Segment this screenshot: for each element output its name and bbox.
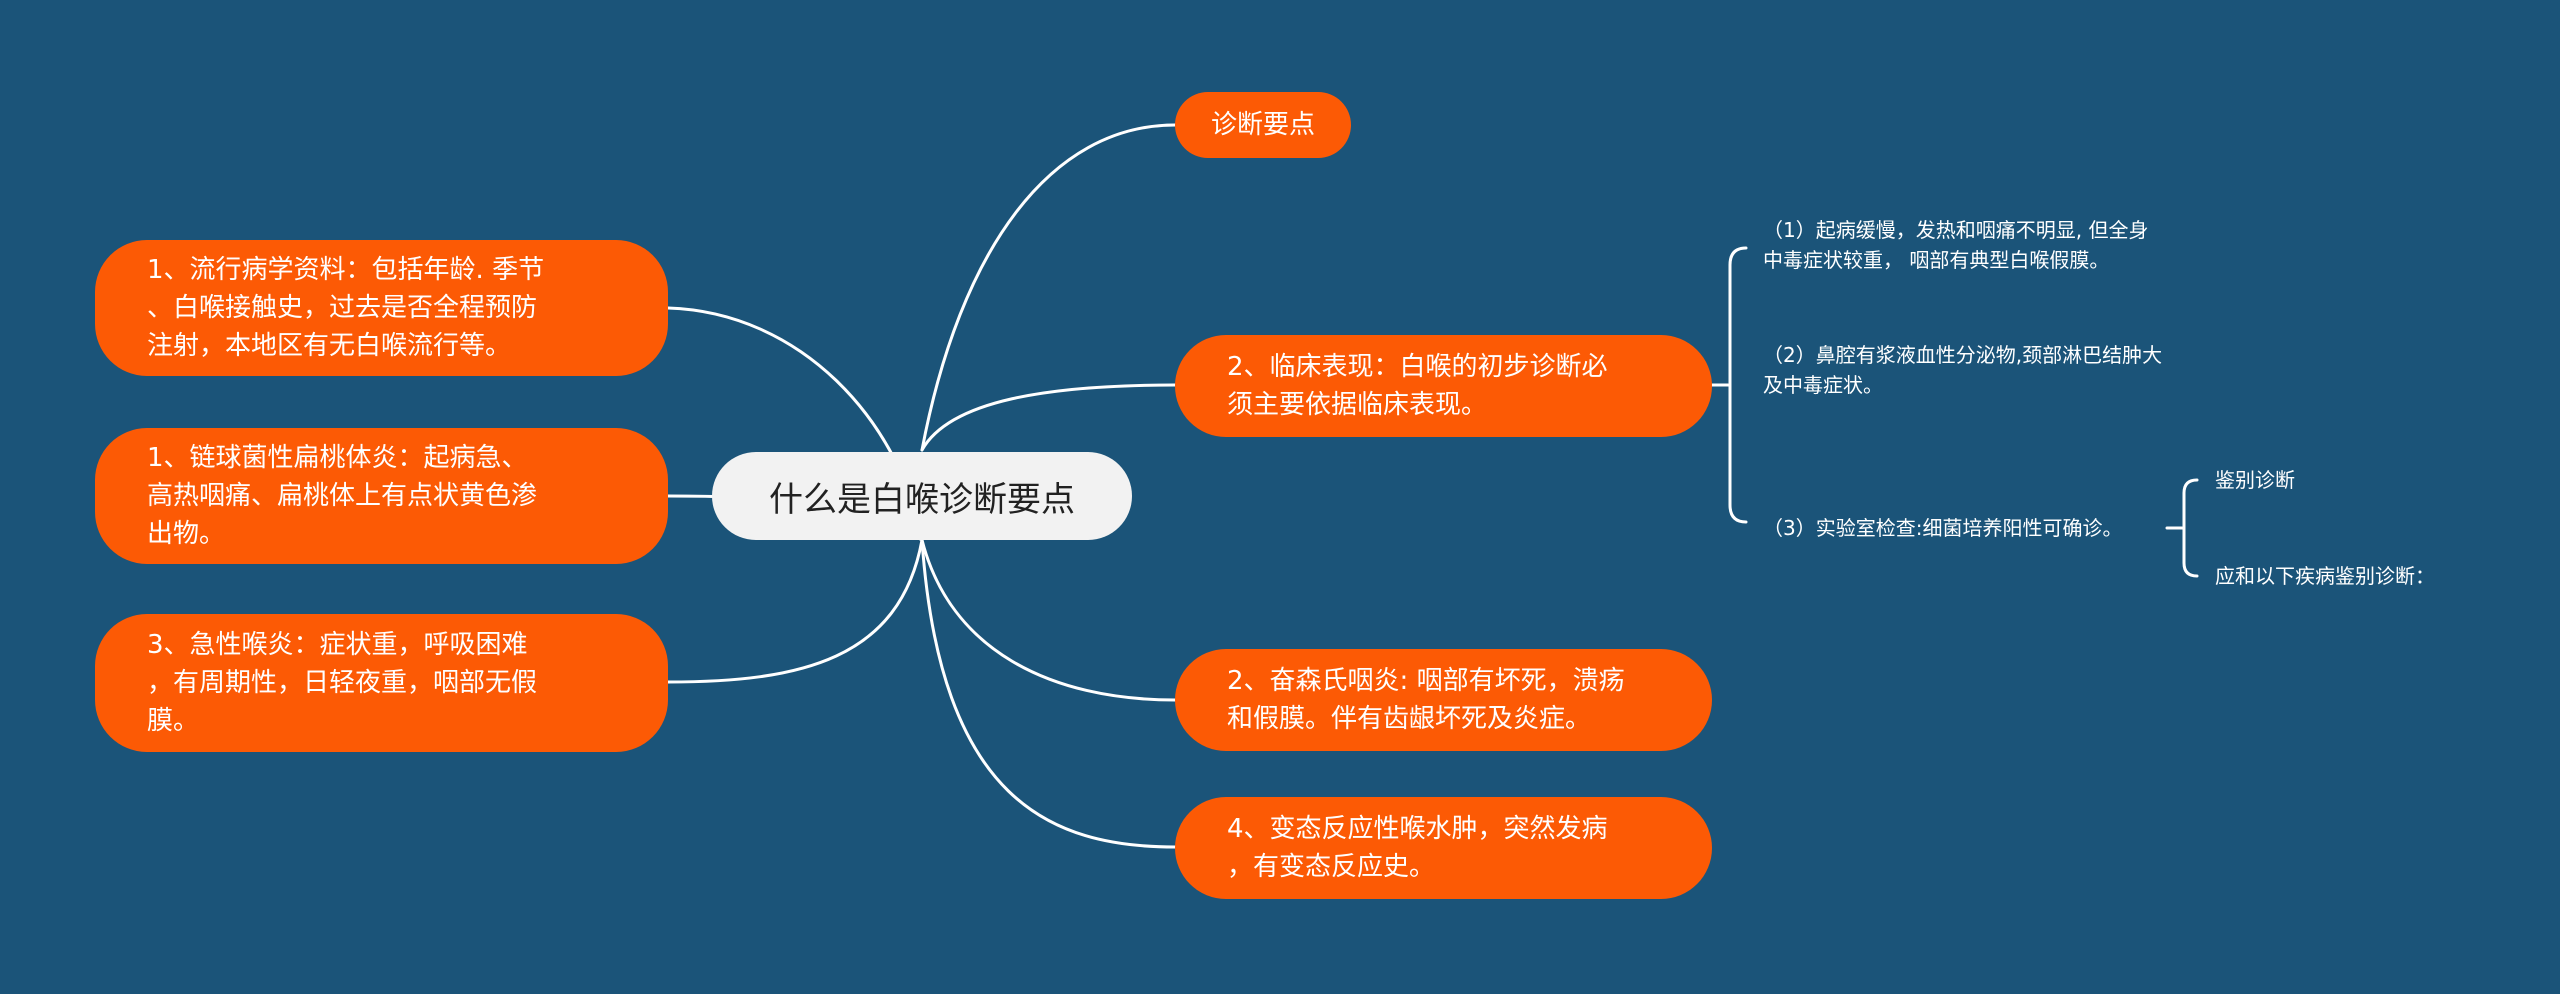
- text-line: 2、临床表现：白喉的初步诊断必: [1227, 352, 1608, 382]
- text-line: 2、奋森氏咽炎: 咽部有坏死，溃疡: [1227, 666, 1625, 696]
- text-line: 及中毒症状。: [1763, 373, 1883, 397]
- text-line: 和假膜。伴有齿龈坏死及炎症。: [1227, 704, 1592, 734]
- right-node-clinical-presentation-text: 2、临床表现：白喉的初步诊断必 须主要依据临床表现。: [1227, 348, 1608, 424]
- lab-child-differential-list[interactable]: 应和以下疾病鉴别诊断：: [2215, 561, 2435, 591]
- text-line: 4、变态反应性喉水肿，突然发病: [1227, 814, 1608, 844]
- left-node-acute-laryngitis-text: 3、急性喉炎：症状重，呼吸困难 ，有周期性，日轻夜重，咽部无假 膜。: [147, 626, 537, 740]
- left-node-epidemiology[interactable]: 1、流行病学资料：包括年龄. 季节 、白喉接触史，过去是否全程预防 注射，本地区…: [95, 240, 668, 376]
- text-line: 1、流行病学资料：包括年龄. 季节: [147, 255, 545, 285]
- right-node-allergic-laryngeal-edema-text: 4、变态反应性喉水肿，突然发病 ，有变态反应史。: [1227, 810, 1608, 886]
- clinical-detail-3-lab[interactable]: （3）实验室检查:细菌培养阳性可确诊。: [1763, 513, 2122, 543]
- text-line: （2）鼻腔有浆液血性分泌物,颈部淋巴结肿大: [1763, 343, 2163, 367]
- text-line: 、白喉接触史，过去是否全程预防: [147, 293, 538, 323]
- clinical-detail-1[interactable]: （1）起病缓慢，发热和咽痛不明显, 但全身 中毒症状较重， 咽部有典型白喉假膜。: [1763, 215, 2148, 275]
- left-node-acute-laryngitis[interactable]: 3、急性喉炎：症状重，呼吸困难 ，有周期性，日轻夜重，咽部无假 膜。: [95, 614, 668, 752]
- text-line: 中毒症状较重， 咽部有典型白喉假膜。: [1763, 248, 2110, 272]
- text-line: 1、链球菌性扁桃体炎：起病急、: [147, 443, 528, 473]
- clinical-detail-2[interactable]: （2）鼻腔有浆液血性分泌物,颈部淋巴结肿大 及中毒症状。: [1763, 340, 2162, 400]
- bracket-lab: [2165, 478, 2199, 578]
- text-line: 3、急性喉炎：症状重，呼吸困难: [147, 630, 528, 660]
- text-line: ，有周期性，日轻夜重，咽部无假: [147, 668, 538, 698]
- text-line: 鉴别诊断: [2215, 468, 2295, 492]
- lab-child-differential-diagnosis[interactable]: 鉴别诊断: [2215, 465, 2295, 495]
- right-node-diagnosis-points[interactable]: 诊断要点: [1175, 92, 1351, 158]
- connector-center-right-2: [920, 383, 1177, 452]
- center-node[interactable]: 什么是白喉诊断要点: [712, 452, 1132, 540]
- center-node-label: 什么是白喉诊断要点: [769, 479, 1075, 520]
- right-node-vincent-pharyngitis-text: 2、奋森氏咽炎: 咽部有坏死，溃疡 和假膜。伴有齿龈坏死及炎症。: [1227, 662, 1625, 738]
- text-line: 应和以下疾病鉴别诊断：: [2215, 564, 2435, 588]
- connector-center-left-3: [666, 538, 924, 684]
- text-line: 膜。: [147, 706, 200, 736]
- text-line: （1）起病缓慢，发热和咽痛不明显, 但全身: [1763, 218, 2149, 242]
- text-line: 诊断要点: [1210, 110, 1315, 140]
- left-node-streptococcal-tonsillitis-text: 1、链球菌性扁桃体炎：起病急、 高热咽痛、扁桃体上有点状黄色渗 出物。: [147, 439, 537, 553]
- left-node-streptococcal-tonsillitis[interactable]: 1、链球菌性扁桃体炎：起病急、 高热咽痛、扁桃体上有点状黄色渗 出物。: [95, 428, 668, 564]
- text-line: ，有变态反应史。: [1227, 852, 1436, 882]
- text-line: 须主要依据临床表现。: [1227, 390, 1488, 420]
- connector-center-right-1: [920, 123, 1177, 452]
- text-line: 出物。: [147, 519, 226, 549]
- text-line: 高热咽痛、扁桃体上有点状黄色渗: [147, 481, 538, 511]
- text-line: 注射，本地区有无白喉流行等。: [147, 331, 512, 361]
- text-line: （3）实验室检查:细菌培养阳性可确诊。: [1763, 516, 2123, 540]
- bracket-clinical: [1710, 246, 1748, 524]
- left-node-epidemiology-text: 1、流行病学资料：包括年龄. 季节 、白喉接触史，过去是否全程预防 注射，本地区…: [147, 251, 544, 365]
- connector-center-right-3: [920, 538, 1177, 702]
- right-node-clinical-presentation[interactable]: 2、临床表现：白喉的初步诊断必 须主要依据临床表现。: [1175, 335, 1712, 437]
- connector-center-right-4: [920, 538, 1177, 849]
- right-node-allergic-laryngeal-edema[interactable]: 4、变态反应性喉水肿，突然发病 ，有变态反应史。: [1175, 797, 1712, 899]
- right-node-vincent-pharyngitis[interactable]: 2、奋森氏咽炎: 咽部有坏死，溃疡 和假膜。伴有齿龈坏死及炎症。: [1175, 649, 1712, 751]
